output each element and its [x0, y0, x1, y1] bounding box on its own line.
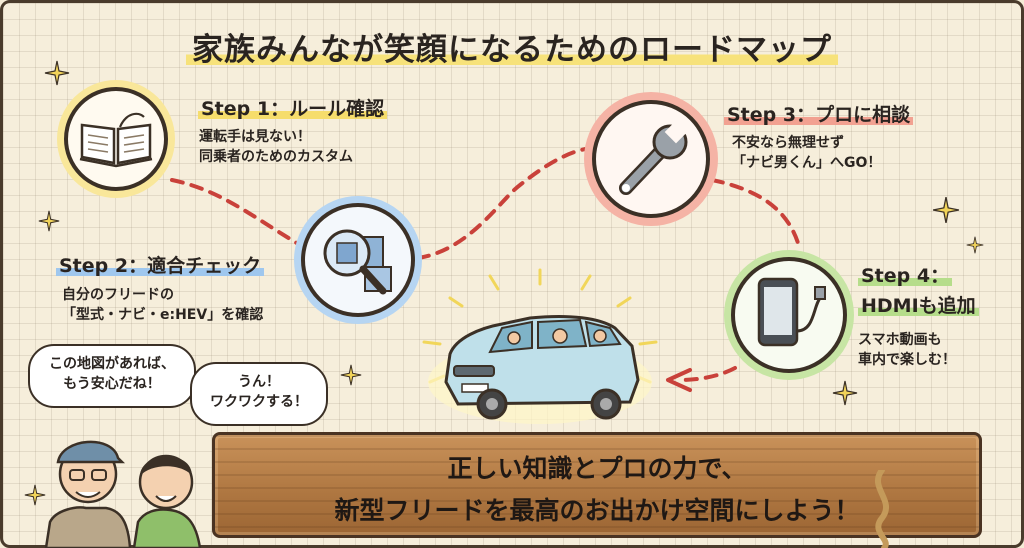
step2-desc-line1: 自分のフリードの: [62, 287, 174, 303]
sparkle-icon: [340, 364, 362, 386]
sparkle-icon: [44, 60, 70, 86]
wooden-signboard: 正しい知識とプロの力で、 新型フリードを最高のお出かけ空間にしよう！: [212, 432, 982, 538]
sparkle-icon: [966, 236, 984, 254]
speech-bubble-child: うん！ ワクワクする！: [190, 362, 328, 426]
father-and-son-illustration: [44, 440, 202, 548]
page-title: 家族みんなが笑顔になるためのロードマップ: [0, 24, 1024, 69]
bubble-child-line1: うん！: [238, 374, 280, 390]
step3-title: Step 3：プロに相談: [724, 100, 914, 127]
bubble-child-line2: ワクワクする！: [210, 394, 308, 410]
step2-desc-line2: 「型式・ナビ・e:HEV」を確認: [62, 307, 264, 323]
family-car-illustration: [422, 268, 658, 424]
step4-desc-line1: スマホ動画も: [858, 332, 942, 348]
sparkle-icon: [932, 196, 960, 224]
step3-circle: [592, 100, 710, 218]
step1-circle: [64, 87, 168, 191]
step1-title: Step 1：ルール確認: [198, 94, 388, 121]
sparkle-icon: [24, 484, 46, 506]
step2-desc: 自分のフリードの 「型式・ナビ・e:HEV」を確認: [62, 285, 263, 325]
step1-desc-line1: 運転手は見ない！: [199, 129, 311, 145]
board-line1: 正しい知識とプロの力で、: [447, 454, 747, 483]
bubble-father-line2: もう安心だね！: [63, 376, 161, 392]
step3-desc: 不安なら無理せず 「ナビ男くん」へGO！: [732, 133, 881, 173]
step3-desc-line1: 不安なら無理せず: [732, 135, 844, 151]
sparkle-icon: [832, 380, 858, 406]
step3-desc-line2: 「ナビ男くん」へGO！: [732, 155, 882, 171]
step4-circle: [731, 257, 847, 373]
smartphone-cable-icon: [757, 277, 826, 347]
bubble-father-line1: この地図があれば、: [49, 356, 175, 372]
step4-title: Step 4： HDMIも追加: [858, 261, 979, 321]
step4-desc: スマホ動画も 車内で楽しむ！: [858, 330, 956, 370]
rope-icon: [874, 470, 890, 548]
board-line2: 新型フリードを最高のお出かけ空間にしよう！: [334, 496, 860, 525]
magnifier-puzzle-icon: [323, 229, 392, 295]
sparkle-icon: [38, 210, 60, 232]
speech-bubble-father: この地図があれば、 もう安心だね！: [28, 344, 196, 408]
step2-title: Step 2：適合チェック: [56, 251, 265, 278]
wood-grain: [215, 435, 979, 535]
step2-circle: [301, 203, 415, 317]
step1-desc-line2: 同乗者のためのカスタム: [199, 149, 353, 165]
open-book-icon: [79, 112, 153, 168]
wrench-icon: [619, 120, 688, 195]
step1-desc: 運転手は見ない！ 同乗者のためのカスタム: [199, 127, 353, 167]
step4-desc-line2: 車内で楽しむ！: [858, 352, 956, 368]
